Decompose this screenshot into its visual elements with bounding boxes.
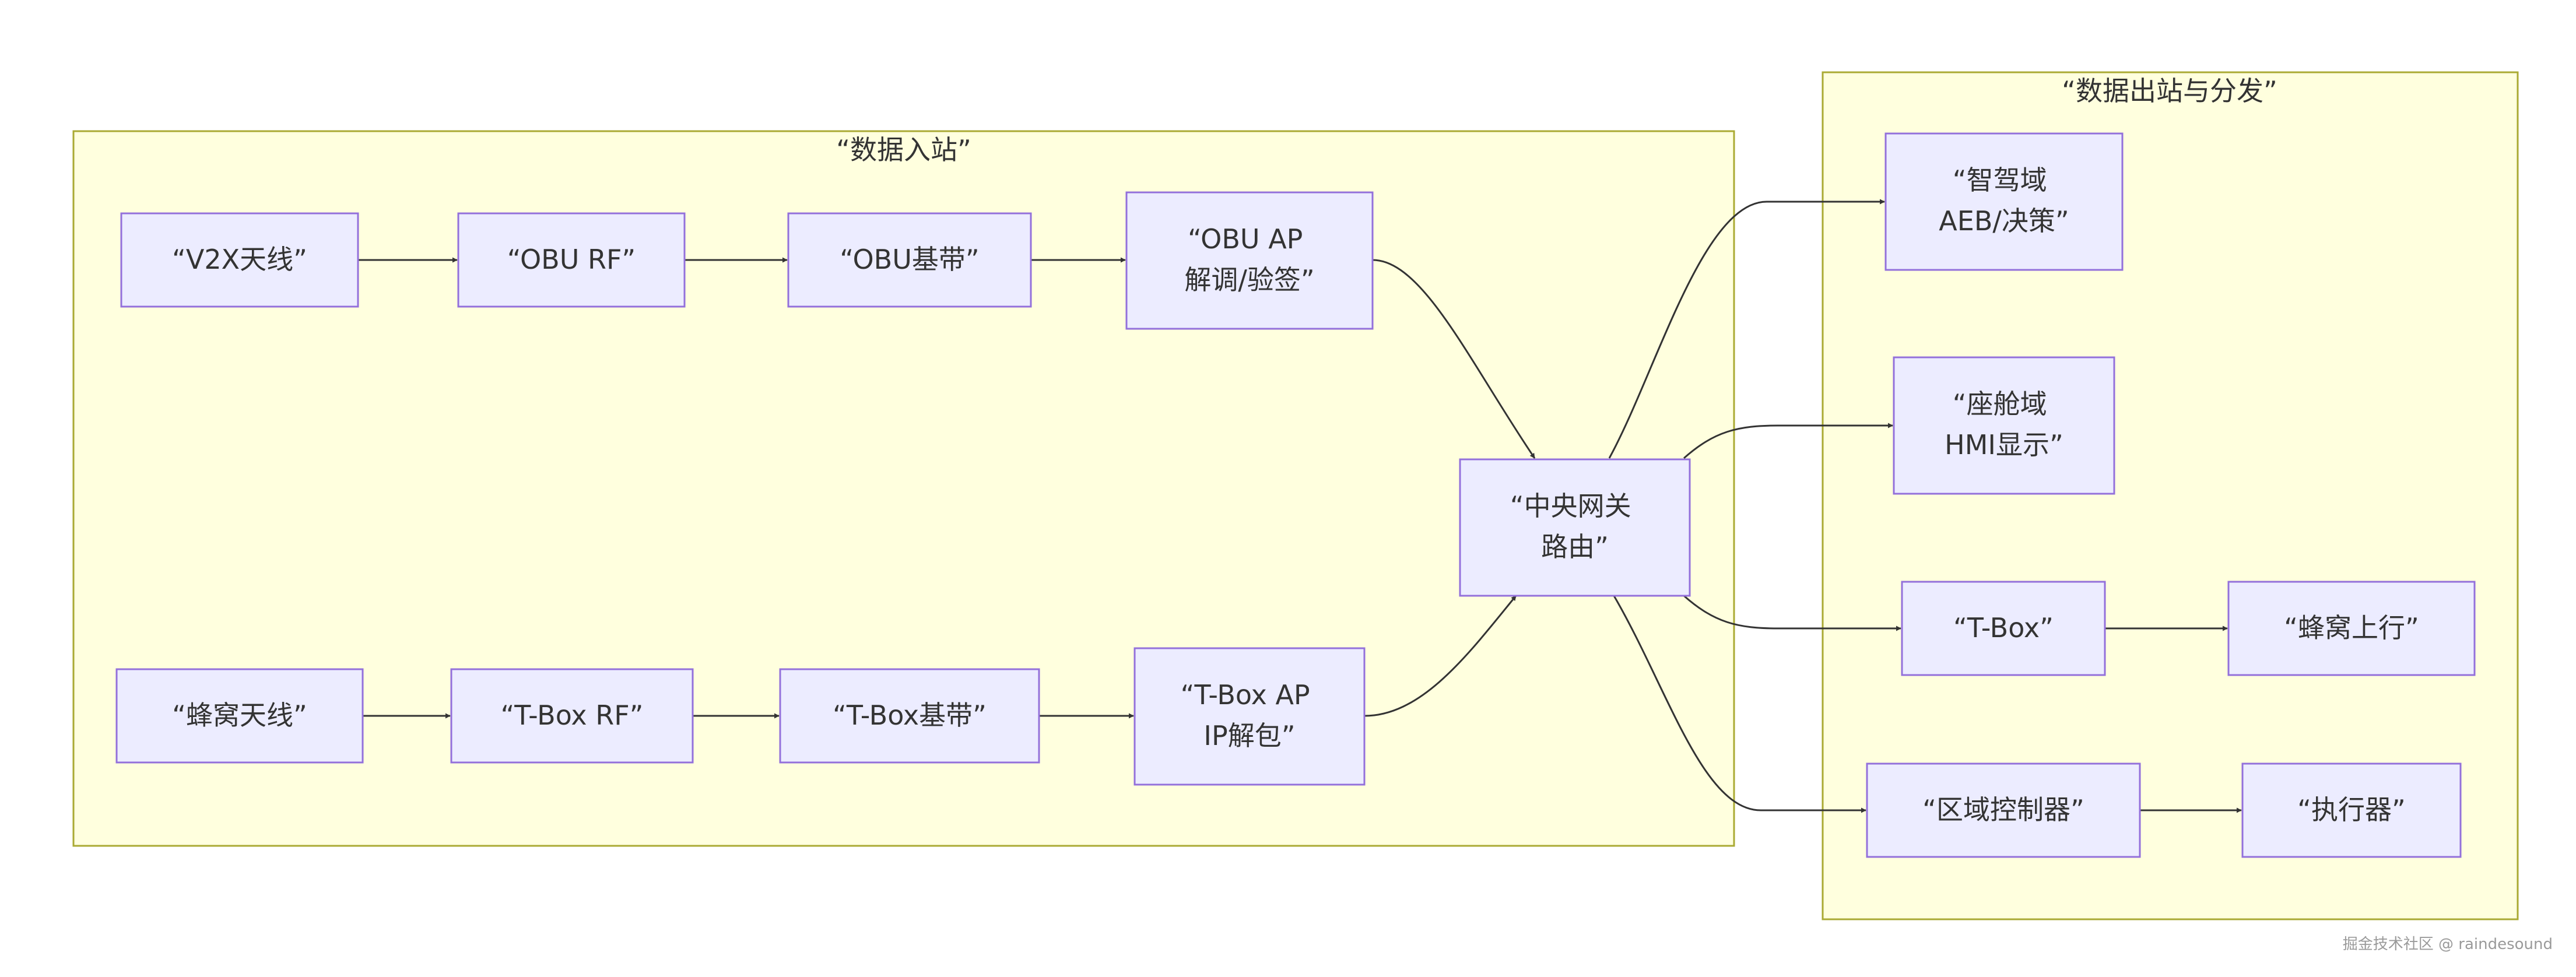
edges — [358, 199, 2242, 813]
svg-text:“T-Box”: “T-Box” — [1953, 612, 2054, 644]
node-label-line: “OBU基带” — [840, 244, 979, 275]
svg-text:“区域控制器”: “区域控制器” — [1922, 794, 2084, 825]
node-cockpit-domain: “座舱域 HMI显示” — [1893, 356, 2115, 495]
node-label-line: “智驾域 — [1953, 164, 2047, 196]
node-label-line: “蜂窝上行” — [2284, 612, 2419, 644]
svg-text:“T-Box基带”: “T-Box基带” — [833, 700, 987, 731]
edge-central-gateway-to-adas-domain — [1608, 199, 1885, 459]
svg-text:“V2X天线”: “V2X天线” — [172, 244, 307, 275]
node-label-line: IP解包” — [1203, 720, 1295, 751]
node-label-line: “T-Box RF” — [500, 700, 643, 731]
cluster-title-inbound: “数据入站” — [836, 134, 971, 166]
node-actuator: “执行器” — [2241, 762, 2462, 858]
node-label-line: “V2X天线” — [172, 244, 307, 275]
node-label-line: “OBU AP — [1188, 223, 1303, 255]
node-label-line: AEB/决策” — [1939, 205, 2069, 237]
node-obu-baseband: “OBU基带” — [787, 212, 1032, 308]
node-tbox: “T-Box” — [1901, 581, 2106, 676]
node-v2x-antenna: “V2X天线” — [120, 212, 359, 308]
svg-text:“OBU AP 解调/验签”: “OBU AP 解调/验签” — [1184, 223, 1314, 296]
node-label-line: 解调/验签” — [1184, 264, 1314, 296]
node-label-line: “中央网关 — [1510, 490, 1631, 522]
watermark-text: 掘金技术社区 @ raindesound — [2343, 936, 2553, 953]
edge-obu-ap-to-central-gateway — [1372, 259, 1536, 459]
svg-text:“蜂窝上行”: “蜂窝上行” — [2284, 612, 2419, 644]
node-label-line: “区域控制器” — [1922, 794, 2084, 825]
svg-text:“T-Box AP IP解包”: “T-Box AP IP解包” — [1181, 679, 1319, 751]
node-label-line: “T-Box基带” — [833, 700, 987, 731]
node-tbox-rf: “T-Box RF” — [450, 668, 694, 764]
node-label-line: “T-Box AP — [1181, 679, 1310, 711]
svg-text:“蜂窝天线”: “蜂窝天线” — [172, 700, 307, 731]
svg-text:“执行器”: “执行器” — [2297, 794, 2406, 825]
svg-text:“T-Box RF”: “T-Box RF” — [500, 700, 643, 731]
node-obu-ap: “OBU AP 解调/验签” — [1125, 191, 1374, 330]
edge-tbox-ap-to-central-gateway — [1364, 595, 1517, 717]
edge-central-gateway-to-tbox — [1683, 595, 1901, 631]
node-label-line: “蜂窝天线” — [172, 700, 307, 731]
node-adas-domain: “智驾域 AEB/决策” — [1884, 132, 2124, 271]
node-central-gateway: “中央网关 路由” — [1459, 458, 1691, 597]
node-zone-controller: “区域控制器” — [1866, 762, 2141, 858]
node-label-line: 路由” — [1541, 531, 1609, 563]
node-cell-antenna: “蜂窝天线” — [115, 668, 364, 764]
cluster-title-outbound: “数据出站与分发” — [2062, 75, 2277, 107]
svg-text:“智驾域 AEB/决策”: “智驾域 AEB/决策” — [1939, 164, 2069, 237]
edge-central-gateway-to-zone-controller — [1613, 595, 1866, 813]
node-obu-rf: “OBU RF” — [457, 212, 686, 308]
edge-central-gateway-to-cockpit-domain — [1683, 423, 1893, 459]
svg-text:“座舱域 HMI显示”: “座舱域 HMI显示” — [1945, 388, 2063, 461]
node-label-line: “执行器” — [2297, 794, 2406, 825]
node-label-line: “T-Box” — [1953, 612, 2054, 644]
node-label-line: “OBU RF” — [507, 244, 636, 275]
svg-text:“OBU基带”: “OBU基带” — [840, 244, 979, 275]
node-tbox-ap: “T-Box AP IP解包” — [1133, 647, 1366, 786]
node-label-line: “座舱域 — [1953, 388, 2047, 420]
node-cellular-uplink: “蜂窝上行” — [2227, 581, 2476, 676]
node-label-line: HMI显示” — [1945, 429, 2063, 461]
node-tbox-baseband: “T-Box基带” — [779, 668, 1040, 764]
svg-text:“OBU RF”: “OBU RF” — [507, 244, 636, 275]
svg-text:“中央网关 路由”: “中央网关 路由” — [1510, 490, 1640, 563]
